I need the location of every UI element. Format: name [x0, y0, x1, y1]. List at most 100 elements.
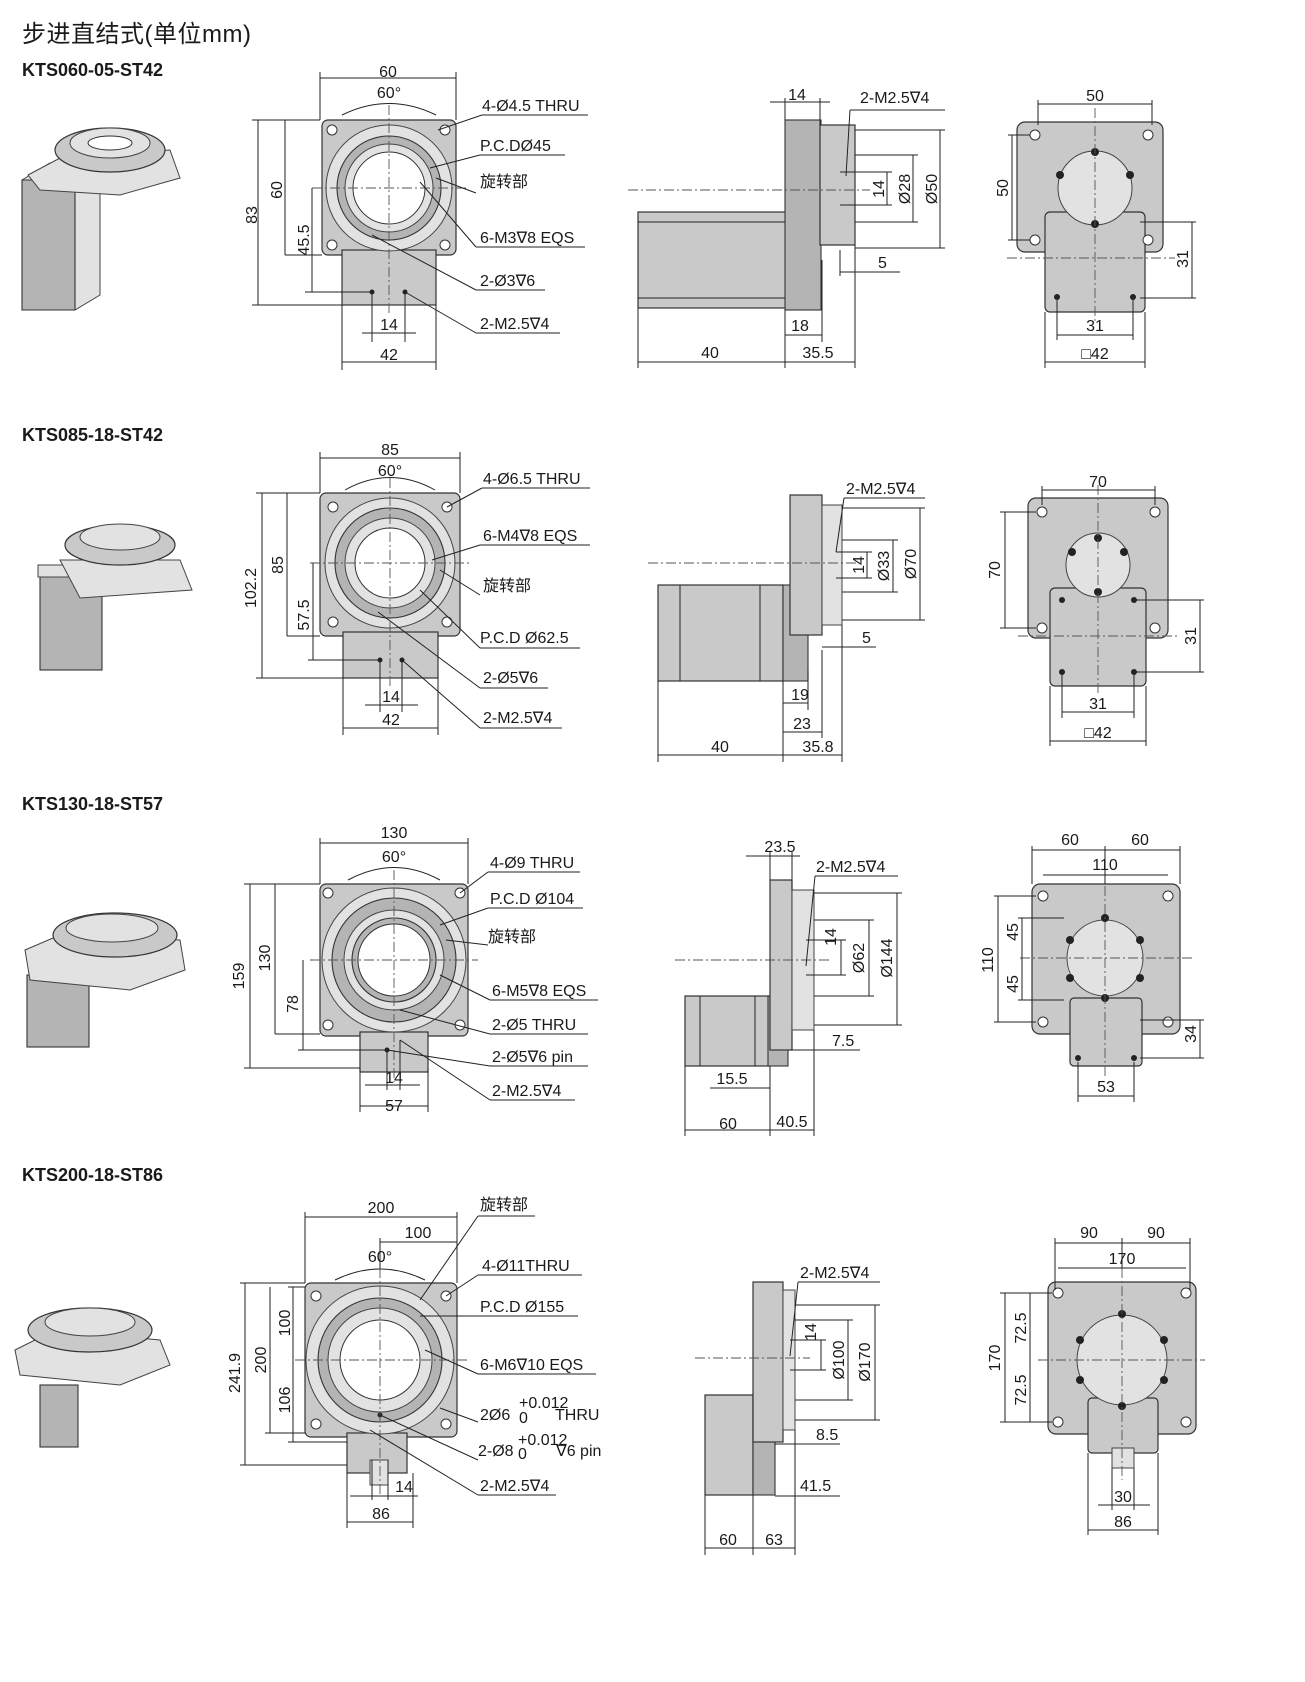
side-dim-40: 40 — [701, 345, 719, 362]
callout-m25-holes: 2-M2.5∇4 — [492, 1083, 562, 1100]
dim-pin-spacing: 14 — [395, 1479, 413, 1496]
model-title-3: KTS130-18-ST57 — [22, 794, 164, 814]
back-dim-right-half: 60 — [1131, 832, 1149, 849]
model-title-4: KTS200-18-ST86 — [22, 1165, 164, 1185]
callout-d6-holes: 2Ø6 — [480, 1407, 510, 1424]
side-dim-flange: 23.5 — [764, 839, 795, 856]
side-dim-15-5: 15.5 — [716, 1071, 747, 1088]
callout-pcd: P.C.D Ø104 — [490, 891, 574, 908]
callout-thru-holes: 4-Ø4.5 THRU — [482, 98, 580, 115]
back-dim-height: 70 — [987, 561, 1004, 579]
dim-height: 159 — [231, 963, 248, 990]
dim-body-height: 130 — [257, 945, 274, 972]
front-view-3 — [310, 870, 478, 1082]
dim-center-height: 78 — [285, 995, 302, 1013]
callout-pin-holes: 2-Ø5∇6 — [483, 670, 538, 687]
side-dim-40: 40 — [711, 739, 729, 756]
side-dim-40-5: 40.5 — [776, 1114, 807, 1131]
dim-width: 85 — [381, 442, 399, 459]
back-dim-motor-square: □42 — [1081, 346, 1109, 363]
back-dim-offset: 34 — [1183, 1025, 1200, 1043]
back-dim-width: 70 — [1089, 474, 1107, 491]
side-dim-60: 60 — [719, 1116, 737, 1133]
product-image-1 — [21, 127, 181, 311]
callout-m25-holes: 2-M2.5∇4 — [480, 316, 550, 333]
dim-upper-height: 100 — [277, 1310, 294, 1337]
callout-rotating-part: 旋转部 — [483, 577, 531, 595]
back-dim-offset: 31 — [1175, 250, 1192, 268]
side-dim-63: 63 — [765, 1532, 783, 1549]
front-view-4 — [295, 1268, 468, 1495]
callout-tapped-holes: 6-M4∇8 EQS — [483, 528, 577, 545]
callout-d6-tol-lower: 0 — [519, 1410, 528, 1427]
dim-center-height: 45.5 — [296, 224, 313, 255]
product-image-4 — [14, 1307, 171, 1448]
dim-body-height: 60 — [269, 181, 286, 199]
side-view-4 — [695, 1281, 810, 1496]
dim-angle: 60° — [377, 85, 401, 102]
back-dim-motor-width: 86 — [1114, 1514, 1132, 1531]
side-dim-35-5: 35.5 — [802, 345, 833, 362]
dim-angle: 60° — [368, 1249, 392, 1266]
back-view-1 — [1007, 108, 1175, 322]
side-dim-5: 5 — [878, 255, 887, 272]
callout-rotating-part: 旋转部 — [488, 928, 536, 946]
dim-pin-spacing: 14 — [385, 1070, 403, 1087]
dim-base-width: 57 — [385, 1098, 403, 1115]
callout-rotating-part: 旋转部 — [480, 1196, 528, 1214]
dim-pin-spacing: 14 — [380, 317, 398, 334]
back-dim-height: 170 — [987, 1345, 1004, 1372]
side-dim-14: 14 — [823, 928, 840, 946]
back-view-3 — [1020, 868, 1192, 1076]
back-dim-motor-holes: 31 — [1089, 696, 1107, 713]
side-dim-d50: Ø50 — [924, 174, 941, 204]
side-dim-d170: Ø170 — [857, 1342, 874, 1381]
front-view-2 — [310, 478, 470, 688]
side-dim-23: 23 — [793, 716, 811, 733]
side-dim-d144: Ø144 — [879, 938, 896, 977]
side-callout-m25: 2-M2.5∇4 — [860, 90, 930, 107]
side-dim-d100: Ø100 — [831, 1340, 848, 1379]
page-title: 步进直结式(单位mm) — [22, 21, 252, 48]
callout-pcd: P.C.D Ø62.5 — [480, 630, 569, 647]
side-callout-m25: 2-M2.5∇4 — [800, 1265, 870, 1282]
product-image-3 — [24, 912, 186, 1048]
side-dim-d28: Ø28 — [897, 174, 914, 204]
callout-d8-pin-holes: 2-Ø8 — [478, 1443, 514, 1460]
side-dim-7-5: 7.5 — [832, 1033, 854, 1050]
back-dim-motor-holes: 31 — [1086, 318, 1104, 335]
callout-pin-holes: 2-Ø3∇6 — [480, 273, 535, 290]
back-dim-left-half: 90 — [1080, 1225, 1098, 1242]
dim-angle: 60° — [382, 849, 406, 866]
dim-pin-spacing: 14 — [382, 689, 400, 706]
callout-d6-tol-upper: +0.012 — [519, 1395, 568, 1412]
back-dim-left-half: 60 — [1061, 832, 1079, 849]
back-dim-offset: 31 — [1183, 627, 1200, 645]
side-dim-41-5: 41.5 — [800, 1478, 831, 1495]
dim-width: 60 — [379, 64, 397, 81]
back-dim-motor-holes: 53 — [1097, 1079, 1115, 1096]
back-dim-hole-spacing: 170 — [1109, 1251, 1136, 1268]
dim-half-width: 100 — [405, 1225, 432, 1242]
back-dim-lower: 45 — [1005, 975, 1022, 993]
callout-thru-holes: 4-Ø6.5 THRU — [483, 471, 581, 488]
dim-body-height: 85 — [270, 556, 287, 574]
dim-angle: 60° — [378, 463, 402, 480]
back-dim-right-half: 90 — [1147, 1225, 1165, 1242]
dim-base-width: 42 — [382, 712, 400, 729]
side-dim-5: 5 — [862, 630, 871, 647]
side-dim-19: 19 — [791, 687, 809, 704]
side-dim-18: 18 — [791, 318, 809, 335]
side-dim-d62: Ø62 — [851, 943, 868, 973]
model-title-1: KTS060-05-ST42 — [22, 60, 164, 80]
dim-width: 200 — [368, 1200, 395, 1217]
callout-d6-thru: THRU — [555, 1407, 599, 1424]
callout-d8-depth: ∇6 pin — [555, 1443, 601, 1460]
front-view-1 — [312, 105, 466, 315]
dim-width: 130 — [381, 825, 408, 842]
callout-m25-holes: 2-M2.5∇4 — [483, 710, 553, 727]
product-image-2 — [37, 523, 193, 671]
back-dim-shaft: 30 — [1114, 1489, 1132, 1506]
side-callout-m25: 2-M2.5∇4 — [816, 859, 886, 876]
dim-lower-height: 106 — [277, 1387, 294, 1414]
